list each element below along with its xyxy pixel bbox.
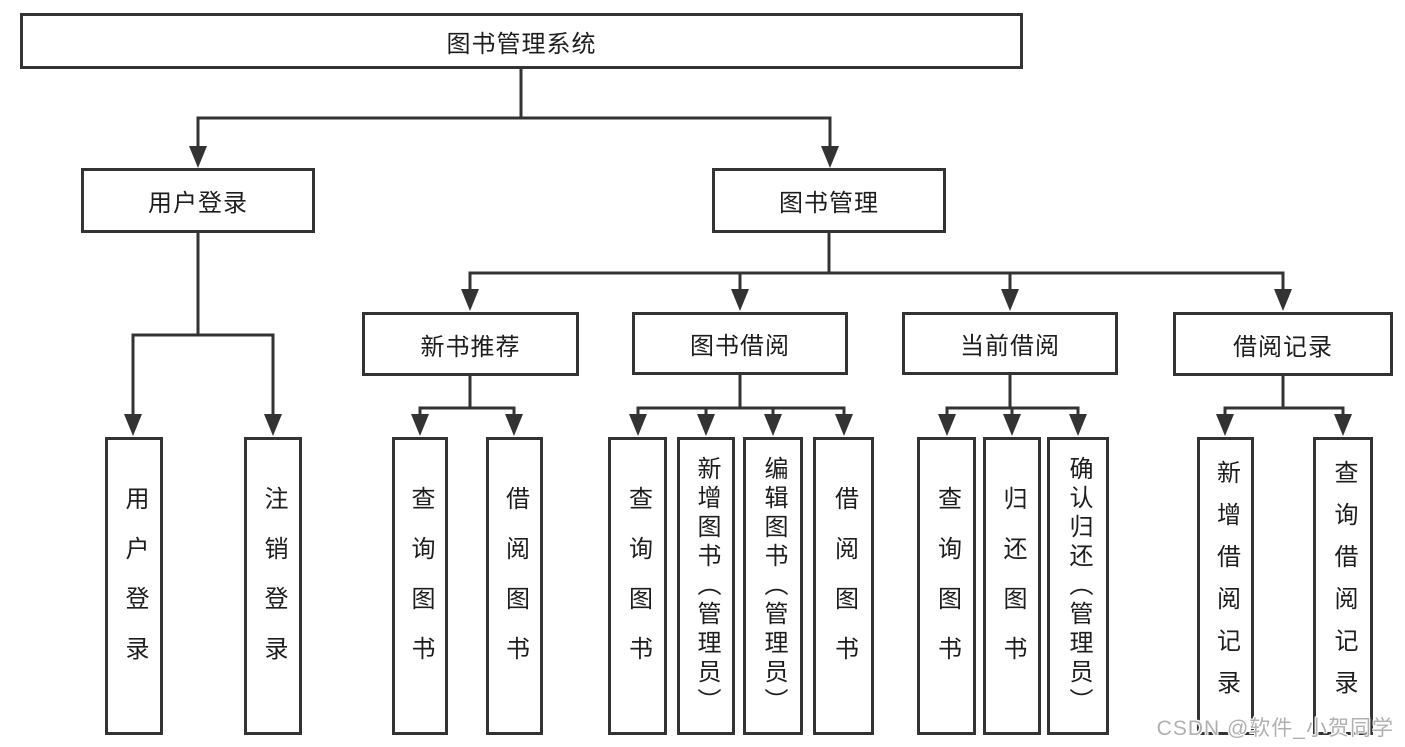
node-borrow-records: 借阅记录	[1173, 312, 1393, 376]
node-user-login: 用户登录	[81, 168, 315, 233]
leaf-current-query-books: 查询图书	[917, 437, 976, 735]
leaf-records-add-borrow-record: 新增借阅记录	[1197, 437, 1254, 735]
leaf-borrow-edit-books-admin: 编辑图书（管理员）	[743, 437, 803, 735]
leaf-newbook-borrow-books: 借阅图书	[486, 437, 543, 735]
leaf-newbook-query-books: 查询图书	[392, 437, 448, 735]
node-book-borrow: 图书借阅	[632, 312, 848, 375]
leaf-borrow-borrow-books: 借阅图书	[813, 437, 874, 735]
node-book-management: 图书管理	[712, 168, 946, 233]
leaf-records-query-borrow-record: 查询借阅记录	[1313, 437, 1373, 735]
node-current-borrow: 当前借阅	[902, 312, 1118, 375]
csdn-watermark: CSDN @软件_小贺同学	[1156, 717, 1394, 740]
leaf-current-confirm-return-admin: 确认归还（管理员）	[1047, 437, 1109, 735]
node-new-book-recommend: 新书推荐	[362, 312, 579, 376]
leaf-current-return-books: 归还图书	[983, 437, 1041, 735]
leaf-borrow-query-books: 查询图书	[608, 437, 667, 735]
node-library-management-system: 图书管理系统	[20, 13, 1023, 69]
leaf-user-login: 用户登录	[105, 437, 163, 735]
leaf-logout-login: 注销登录	[244, 437, 302, 735]
leaf-borrow-add-books-admin: 新增图书（管理员）	[677, 437, 735, 735]
